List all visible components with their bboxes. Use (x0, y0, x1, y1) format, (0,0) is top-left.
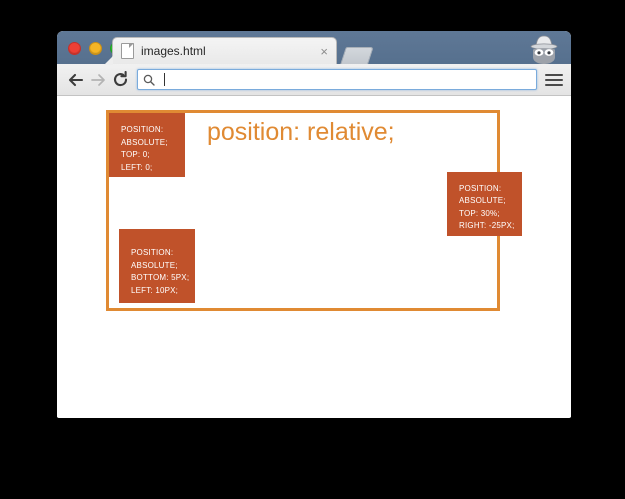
box-line: POSITION: (459, 183, 502, 193)
close-icon[interactable]: × (320, 43, 328, 59)
box-line: TOP: 30%; (459, 208, 500, 218)
box-line: ABSOLUTE; (131, 260, 178, 270)
box-line: POSITION: (131, 248, 174, 257)
box-line: RIGHT: -25PX; (459, 221, 515, 230)
browser-window: images.html × (57, 31, 571, 418)
forward-arrow-icon (91, 73, 105, 86)
back-button[interactable] (65, 69, 87, 91)
box-line: LEFT: 10PX; (131, 285, 179, 295)
relative-container: position: relative; POSITION: ABSOLUTE; … (106, 110, 522, 311)
box-line: POSITION: (121, 125, 164, 134)
close-window-button[interactable] (68, 42, 81, 55)
absolute-box-right: POSITION: ABSOLUTE; TOP: 30%; RIGHT: -25… (447, 171, 522, 236)
forward-button[interactable] (87, 69, 109, 91)
box-line: LEFT: 0; (121, 162, 153, 172)
page-icon (121, 43, 134, 59)
box-line: ABSOLUTE; (121, 137, 168, 147)
menu-line (545, 73, 563, 76)
tab-title: images.html (141, 44, 206, 58)
hamburger-menu-icon[interactable] (545, 71, 563, 89)
address-bar[interactable] (137, 69, 537, 90)
absolute-box-bottom-left: POSITION: ABSOLUTE; BOTTOM: 5PX; LEFT: 1… (119, 229, 195, 303)
text-cursor (164, 73, 165, 86)
minimize-window-button[interactable] (89, 42, 102, 55)
new-tab-button[interactable] (340, 47, 374, 64)
menu-line (545, 78, 563, 81)
browser-tab[interactable]: images.html × (104, 37, 337, 65)
box-line: ABSOLUTE; (459, 196, 506, 205)
absolute-box-top-left: POSITION: ABSOLUTE; TOP: 0; LEFT: 0; (109, 113, 185, 177)
page-content: position: relative; POSITION: ABSOLUTE; … (57, 96, 571, 417)
browser-titlebar: images.html × (57, 31, 571, 65)
box-line: BOTTOM: 5PX; (131, 273, 190, 282)
page-title: position: relative; (207, 118, 395, 146)
back-arrow-icon (68, 73, 84, 86)
reload-button[interactable] (109, 69, 131, 91)
reload-icon (113, 71, 127, 87)
search-icon (143, 74, 155, 86)
box-line: TOP: 0; (121, 150, 150, 159)
incognito-icon (525, 33, 563, 64)
browser-toolbar (57, 64, 571, 96)
menu-line (545, 83, 563, 86)
